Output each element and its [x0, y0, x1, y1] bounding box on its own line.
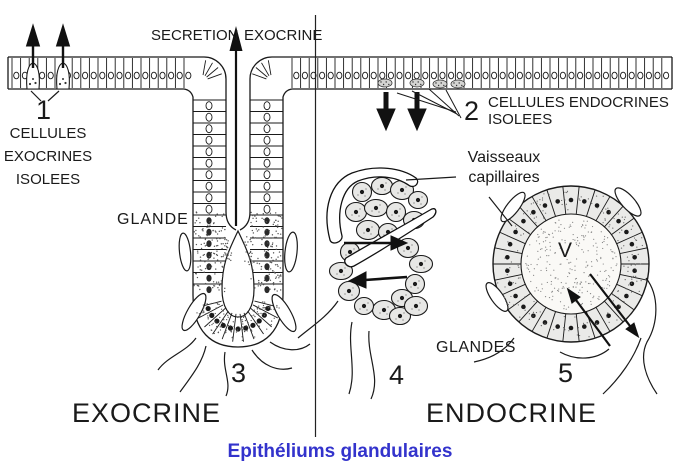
figure-5-number: 5: [558, 358, 574, 388]
cluster-exchange-arrows-icon: [344, 235, 409, 289]
endocrine-isolated-cells-label: CELLULES ENDOCRINES ISOLEES: [488, 94, 669, 128]
endocrine-heading: ENDOCRINE: [426, 398, 598, 428]
secretion-exocrine-word: EXOCRINE: [244, 27, 323, 44]
cluster-vessels: [297, 300, 376, 400]
exocrine-heading: EXOCRINE: [72, 398, 222, 428]
endocrine-secretion-down-arrow-icon: [376, 92, 427, 132]
label-number-2: 2: [464, 96, 480, 126]
epithelium-cells: [11, 58, 670, 88]
follicle-vessels: [473, 277, 658, 395]
connective-tissue-vessels: [157, 337, 311, 397]
cluster-cells: [328, 176, 434, 326]
caption: Epithéliums glandulaires: [227, 441, 453, 462]
epithelium-band: [7, 56, 673, 295]
duct-corner-cells: [202, 60, 272, 80]
figure-4-number: 4: [389, 360, 405, 390]
follicle-cells: [493, 186, 649, 342]
gland-duct-cells: [193, 99, 283, 294]
cluster-capillaries: [326, 167, 437, 268]
capillaries-pointer-lines: [405, 176, 513, 227]
figure-3-number: 3: [231, 358, 247, 388]
follicle-capillaries: [485, 187, 642, 312]
vessel-letter: V: [558, 239, 573, 262]
isolated-exocrine-cells: [25, 23, 71, 102]
exocrine-gland-drawing: [157, 99, 311, 397]
exocrine-secretion-up-arrow-icon: [25, 23, 71, 68]
exocrine-capillaries: [178, 231, 298, 333]
secretion-exocrine-arrow-icon: [229, 26, 243, 226]
gland-acinus-cells: [194, 300, 282, 342]
exocrine-isolated-cells-label: CELLULES EXOCRINES ISOLEES: [3, 125, 93, 188]
label-number-1: 1: [36, 95, 52, 125]
endocrine-gland-cluster-drawing: [297, 167, 437, 400]
vaisseaux-capillaires-label: Vaisseaux capillaires: [467, 149, 541, 186]
gland-lumen: [221, 229, 255, 318]
secretion-word: SECRETION: [151, 27, 239, 44]
label-1-pointer-lines: [30, 90, 60, 102]
isolated-endocrine-cells: [377, 78, 466, 89]
stipple-texture: [193, 190, 643, 342]
label-2-pointer-lines: [396, 88, 462, 119]
glandes-label: GLANDES: [436, 339, 516, 356]
glande-label: GLANDE: [117, 211, 189, 228]
follicle-exchange-arrows-icon: [566, 273, 640, 347]
